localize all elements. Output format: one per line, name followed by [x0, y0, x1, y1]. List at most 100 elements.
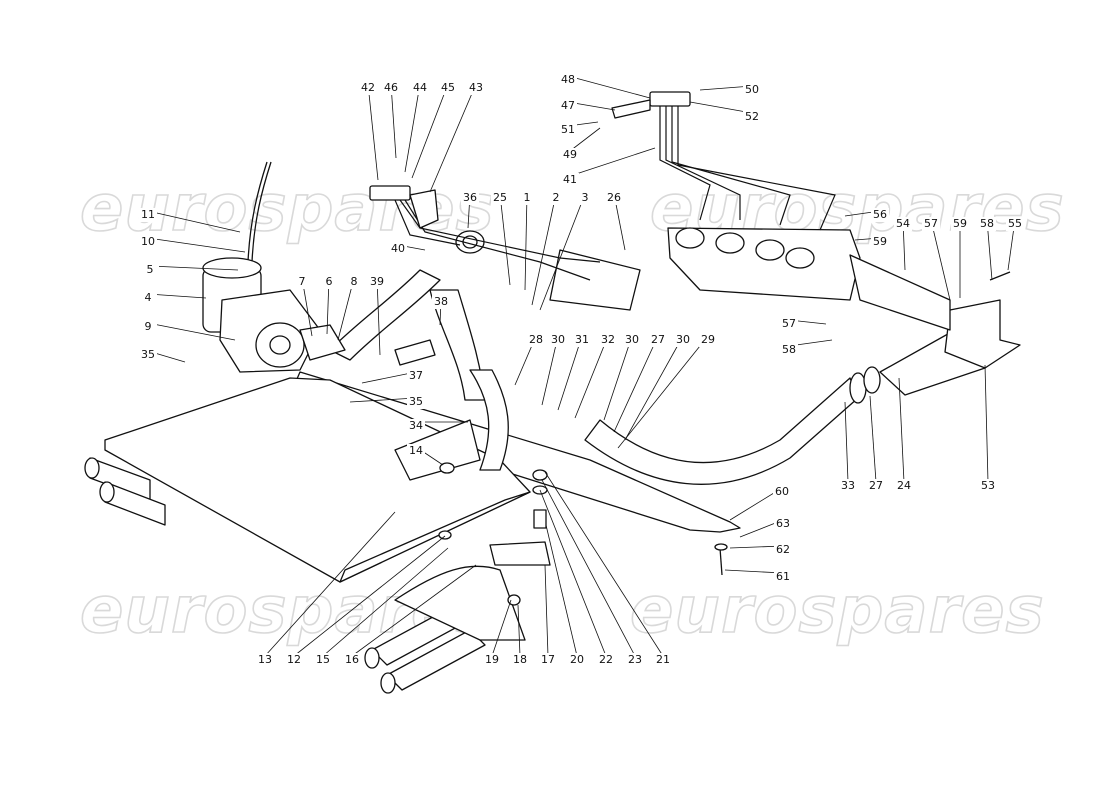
parts-drawing — [84, 91, 1021, 694]
callout-label-3: 3 — [582, 191, 589, 204]
callout-label-bg-45 — [439, 81, 457, 95]
left-air-line-3 — [394, 199, 461, 246]
callout-leader-24 — [898, 377, 905, 483]
callout-label-bg-13 — [256, 653, 274, 667]
callout-label-bg-27 — [867, 479, 885, 493]
lower-heat-shield — [104, 377, 531, 583]
rubber-mount-20 — [533, 509, 547, 529]
callout-leader-9 — [147, 322, 236, 341]
callout-label-41: 41 — [563, 173, 577, 186]
left-air-line-1 — [399, 199, 601, 263]
callout-label-bg-61 — [774, 570, 792, 584]
callout-label-19: 19 — [485, 653, 499, 666]
callout-label-60: 60 — [775, 485, 789, 498]
nut-21 — [532, 469, 548, 481]
pump-hub — [269, 335, 291, 355]
exhaust-manifold-26 — [549, 249, 641, 311]
callout-label-bg-9 — [139, 320, 157, 334]
callout-label-bg-18 — [511, 653, 529, 667]
callout-label-bg-26 — [605, 191, 623, 205]
callout-label-36: 36 — [463, 191, 477, 204]
callout-leader-13 — [264, 511, 396, 657]
callout-label-31: 31 — [575, 333, 589, 346]
callout-label-bg-29 — [699, 333, 717, 347]
callout-label-bg-6 — [320, 275, 338, 289]
callout-label-bg-3 — [576, 191, 594, 205]
callout-label-bg-30 — [549, 333, 567, 347]
callout-label-bg-8 — [345, 275, 363, 289]
gasket-27-right — [863, 366, 881, 394]
callout-label-17: 17 — [541, 653, 555, 666]
callout-label-bg-44 — [411, 81, 429, 95]
callout-leader-27 — [613, 335, 659, 433]
callout-leader-1 — [524, 193, 528, 291]
callout-label-33: 33 — [841, 479, 855, 492]
manifold-ports — [675, 227, 815, 269]
mount-bracket-17 — [489, 541, 551, 566]
callout-label-bg-10 — [139, 235, 157, 249]
callout-leader-53 — [984, 364, 989, 483]
bolt-61 — [719, 547, 723, 576]
callout-label-27: 27 — [869, 479, 883, 492]
callout-label-11: 11 — [141, 208, 155, 221]
callout-leader-30 — [541, 335, 559, 406]
callout-label-bg-30 — [674, 333, 692, 347]
callout-label-30: 30 — [625, 333, 639, 346]
pump-top — [202, 257, 262, 279]
callout-label-bg-58 — [780, 343, 798, 357]
catalyst-14 — [394, 419, 481, 481]
manifold-port-4 — [785, 247, 815, 269]
callout-label-38: 38 — [434, 295, 448, 308]
callout-label-20: 20 — [570, 653, 584, 666]
callout-leader-4 — [147, 293, 207, 299]
cable-10 — [247, 161, 268, 263]
callout-label-bg-12 — [285, 653, 303, 667]
callout-label-bg-15 — [314, 653, 332, 667]
callout-label-54: 54 — [896, 217, 910, 230]
callout-label-bg-33 — [839, 479, 857, 493]
air-line-3 — [671, 100, 791, 226]
callout-leader-22 — [539, 489, 607, 657]
callout-label-bg-36 — [461, 191, 479, 205]
callout-leader-15 — [322, 547, 449, 657]
callout-leader-11 — [147, 210, 241, 233]
callout-label-57: 57 — [924, 217, 938, 230]
callout-label-28: 28 — [529, 333, 543, 346]
callout-label-45: 45 — [441, 81, 455, 94]
callout-label-46: 46 — [384, 81, 398, 94]
callout-label-bg-40 — [389, 242, 407, 256]
callout-label-bg-27 — [649, 333, 667, 347]
callout-label-bg-54 — [894, 217, 912, 231]
callout-label-52: 52 — [745, 110, 759, 123]
callout-leader-25 — [499, 193, 511, 286]
callout-label-58: 58 — [980, 217, 994, 230]
callout-leader-52 — [689, 101, 753, 114]
callout-leader-19 — [491, 599, 512, 657]
callout-label-61: 61 — [776, 570, 790, 583]
callout-label-bg-19 — [483, 653, 501, 667]
callout-leader-23 — [541, 479, 636, 657]
air-line-2 — [665, 100, 741, 220]
bracket-53 — [944, 299, 1021, 369]
distribution-block-52 — [649, 91, 691, 107]
callout-leader-49 — [569, 127, 601, 152]
callout-leader-32 — [574, 335, 609, 419]
callout-label-bg-56 — [871, 208, 889, 222]
callout-label-bg-57 — [780, 317, 798, 331]
callout-label-18: 18 — [513, 653, 527, 666]
callout-label-51: 51 — [561, 123, 575, 136]
callout-label-bg-48 — [559, 73, 577, 87]
left-air-line-2 — [404, 199, 591, 281]
callout-label-bg-1 — [518, 191, 536, 205]
callout-leader-45 — [411, 83, 449, 179]
air-pump-4 — [202, 257, 321, 373]
check-valve-39 — [394, 339, 436, 366]
callout-leader-35 — [349, 397, 417, 403]
callout-label-bg-7 — [293, 275, 311, 289]
callout-label-bg-35 — [407, 395, 425, 409]
callout-label-62: 62 — [776, 543, 790, 556]
callout-leader-46 — [390, 83, 397, 159]
callout-label-bg-39 — [368, 275, 386, 289]
callout-label-bg-57 — [922, 217, 940, 231]
